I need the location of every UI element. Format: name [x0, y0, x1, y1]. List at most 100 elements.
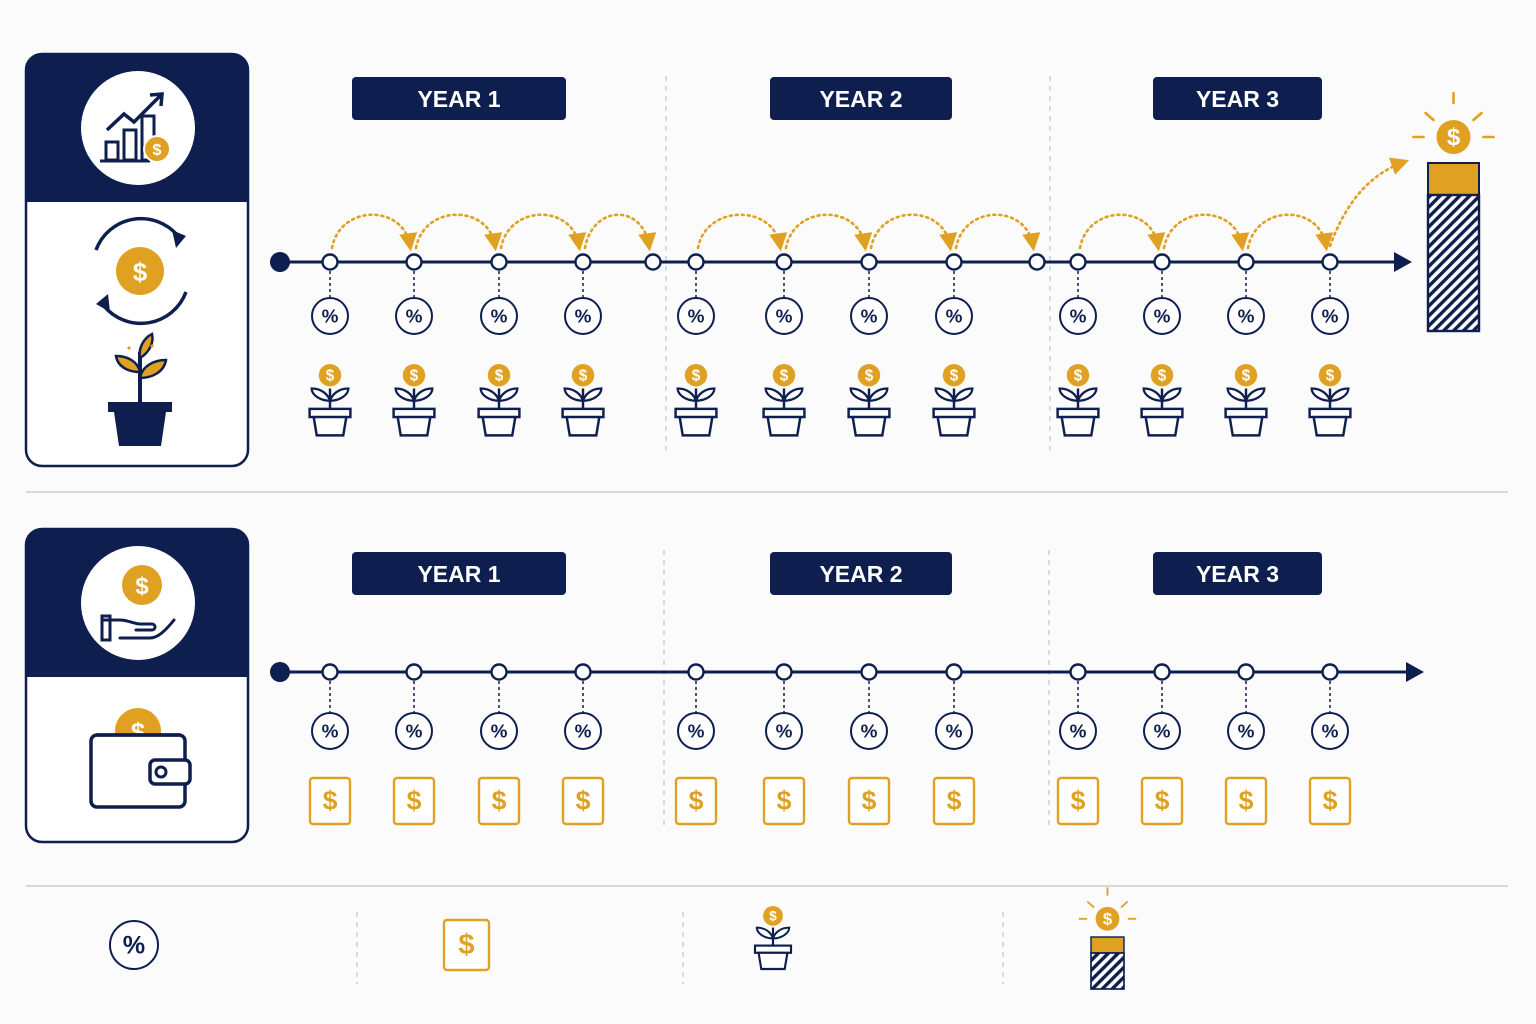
dollar-bill-icon: $	[1308, 776, 1352, 826]
percent-glyph: %	[1070, 306, 1087, 327]
coin-plant-icon: $	[1056, 364, 1100, 437]
legend: % $ $ $	[109, 887, 1137, 990]
percent-glyph: %	[1238, 306, 1255, 327]
simple-icon-panel: $ $	[24, 527, 250, 844]
period-node	[405, 253, 423, 271]
year-label-3: YEAR 3	[1153, 77, 1322, 120]
plant-leaf	[479, 387, 501, 402]
percent-icon: %	[395, 297, 433, 335]
timeline-start-dot	[270, 252, 290, 272]
percent-glyph: %	[1322, 306, 1339, 327]
period-node	[490, 253, 508, 271]
plant-coin	[942, 364, 966, 387]
percent-icon: %	[311, 297, 349, 335]
year-text: YEAR 2	[819, 561, 902, 587]
plant-leaf	[310, 387, 332, 402]
plant-coin	[318, 364, 342, 387]
percent-icon: %	[1227, 297, 1265, 335]
plant-coin	[684, 364, 708, 387]
legend-growing-stack-icon: $	[1078, 887, 1137, 990]
percent-circle	[1311, 297, 1349, 335]
plant-leaf	[1058, 387, 1080, 402]
percent-icon: %	[1059, 297, 1097, 335]
plant-coin-glyph: $	[326, 367, 335, 384]
compound-arc	[1246, 213, 1334, 252]
plant-coin	[487, 364, 511, 387]
percent-circle	[311, 712, 349, 750]
recycle-coin-icon: $	[94, 216, 188, 326]
plant-leaf	[497, 387, 519, 402]
pot-body	[757, 951, 789, 971]
period-node	[1237, 253, 1255, 271]
plant-coin	[1234, 364, 1258, 387]
bill-outline	[674, 776, 718, 826]
percent-circle	[564, 297, 602, 335]
percent-circle	[1227, 297, 1265, 335]
bill-outline	[561, 776, 605, 826]
percent-circle	[109, 920, 159, 970]
bill-glyph: $	[1155, 785, 1170, 815]
percent-circle	[1143, 297, 1181, 335]
plant-coin	[1066, 364, 1090, 387]
compound-arc	[1078, 213, 1166, 252]
period-node	[574, 663, 592, 681]
compound-arc	[330, 213, 418, 252]
compound-arc	[784, 213, 873, 252]
growing-stack-icon: $	[1078, 887, 1137, 990]
plant-coin-glyph: $	[780, 367, 789, 384]
plant-leaf	[1226, 387, 1248, 402]
shine-ray	[1086, 901, 1095, 908]
percent-circle	[677, 712, 715, 750]
year-end-node	[644, 253, 662, 271]
year-label-1: YEAR 1	[352, 552, 566, 595]
stack-coin	[1095, 906, 1120, 931]
plant-coin-glyph: $	[1158, 367, 1167, 384]
shine-ray	[1424, 111, 1435, 122]
pot-body	[1060, 415, 1096, 437]
percent-glyph: %	[123, 932, 145, 960]
percent-circle	[765, 297, 803, 335]
percent-glyph: %	[861, 721, 878, 742]
plant-coin	[1150, 364, 1174, 387]
shine-ray	[1472, 111, 1483, 122]
percent-icon: %	[311, 712, 349, 750]
plant-leaf	[1142, 387, 1164, 402]
bill-glyph: $	[947, 785, 962, 815]
bill-glyph: $	[689, 785, 704, 815]
plant-coin	[763, 906, 783, 926]
percent-circle	[395, 297, 433, 335]
bill-outline	[392, 776, 436, 826]
period-node	[945, 253, 963, 271]
coin-plant-icon: $	[932, 364, 976, 437]
bill-glyph: $	[862, 785, 877, 815]
bill-glyph: $	[1071, 785, 1086, 815]
compound-arc	[1162, 213, 1250, 252]
growth-chart-coin-icon: $	[100, 92, 171, 163]
percent-icon: %	[395, 712, 433, 750]
dollar-bill-icon: $	[847, 776, 891, 826]
year-label-2: YEAR 2	[770, 552, 952, 595]
plant-coin-glyph: $	[769, 908, 777, 923]
pot-body	[851, 415, 887, 437]
percent-icon: %	[677, 712, 715, 750]
percent-icon: %	[564, 297, 602, 335]
bill-glyph: $	[492, 785, 507, 815]
plant-leaf	[1160, 387, 1182, 402]
period-node	[860, 253, 878, 271]
bill-outline	[1140, 776, 1184, 826]
percent-glyph: %	[1154, 721, 1171, 742]
period-node	[1321, 253, 1339, 271]
percent-icon: %	[1311, 297, 1349, 335]
percent-glyph: %	[946, 721, 963, 742]
percent-glyph: %	[1322, 721, 1339, 742]
percent-icon: %	[850, 712, 888, 750]
plant-coin	[571, 364, 595, 387]
plant-coin-glyph: $	[495, 367, 504, 384]
plant-leaf	[1310, 387, 1332, 402]
svg-text:$: $	[135, 573, 149, 600]
dollar-bill-icon: $	[1140, 776, 1184, 826]
plant-leaf	[1328, 387, 1350, 402]
plant-leaf	[849, 387, 871, 402]
plant-coin-glyph: $	[1326, 367, 1335, 384]
